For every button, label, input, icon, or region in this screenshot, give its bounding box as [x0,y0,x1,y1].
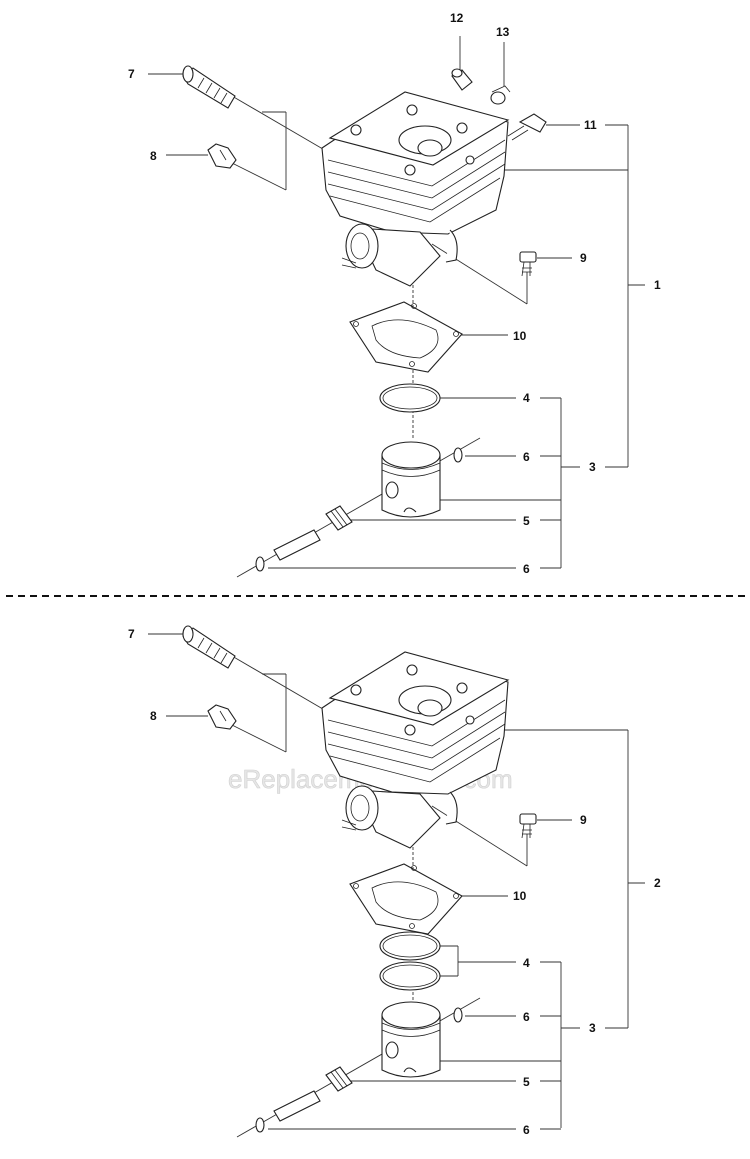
part-5-bearing [325,505,353,531]
part-10-gasket [349,301,463,373]
callout-9: 9 [580,251,587,265]
part-6-circlip-lower [255,556,265,572]
callout-6: 6 [523,1123,530,1137]
callout-12: 12 [450,11,464,25]
part-8-plug [207,704,237,730]
callout-11: 11 [584,118,597,132]
part-10-gasket [349,863,463,935]
top-assembly: 12 13 7 11 8 9 1 10 4 6 3 5 6 [128,11,661,578]
callout-5: 5 [523,1075,530,1089]
callout-6: 6 [523,450,530,464]
part-6-circlip-lower [255,1117,265,1133]
callout-3: 3 [589,460,596,474]
part-13-clip [490,85,511,105]
part-4-rings [379,931,441,991]
callout-8: 8 [150,709,157,723]
callout-7: 7 [128,627,135,641]
callout-2: 2 [654,876,661,890]
piston [381,441,441,518]
callout-13: 13 [496,25,510,39]
callout-7: 7 [128,67,135,81]
wrist-pin [273,529,321,561]
part-7-fitting [182,65,236,109]
bottom-assembly: 7 8 9 2 10 4 6 3 5 6 [128,625,661,1138]
callout-6: 6 [523,562,530,576]
callout-6: 6 [523,1010,530,1024]
cylinder [321,91,510,287]
part-9-screw [519,813,537,839]
part-5-bearing [325,1066,353,1092]
callout-8: 8 [150,149,157,163]
part-6-circlip-upper [453,447,463,463]
part-9-screw [519,251,537,277]
piston [381,1001,441,1078]
part-6-circlip-upper [453,1007,463,1023]
part-11-valve [507,113,547,141]
wrist-pin [273,1090,321,1122]
callout-3: 3 [589,1021,596,1035]
part-4-ring [379,383,441,413]
callout-4: 4 [523,391,530,405]
callout-5: 5 [523,514,530,528]
callout-4: 4 [523,956,530,970]
callout-9: 9 [580,813,587,827]
part-7-fitting [182,625,236,669]
callout-10: 10 [513,889,527,903]
part-12-sleeve [451,68,473,91]
callout-1: 1 [654,278,661,292]
cylinder [321,651,510,849]
callout-10: 10 [513,329,527,343]
part-8-plug [207,143,237,169]
